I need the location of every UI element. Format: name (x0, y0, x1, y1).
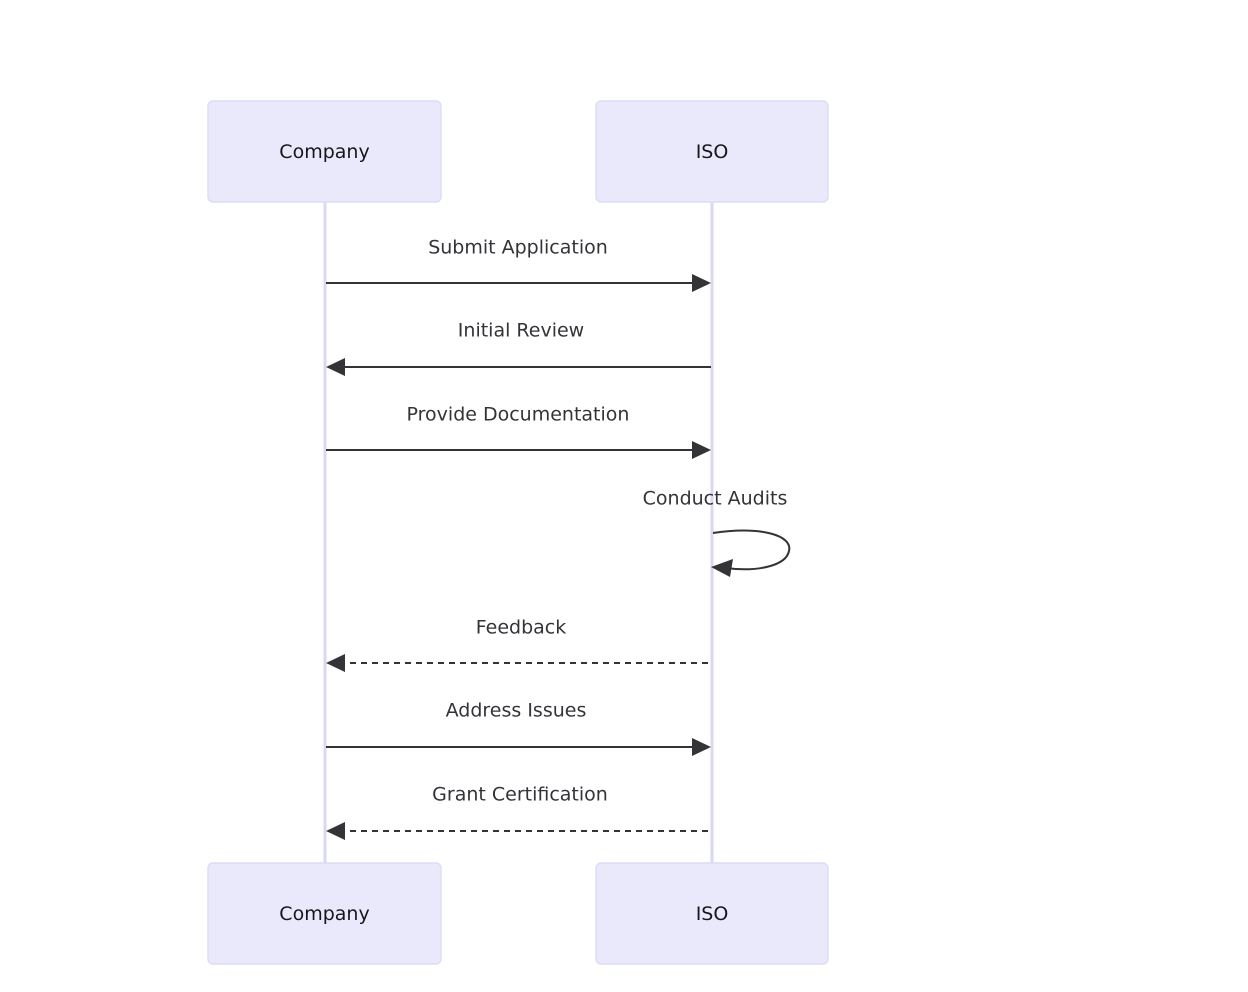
message-arrowhead-initial-review (326, 358, 345, 376)
message-arrowhead-submit-application (692, 274, 711, 292)
message-conduct-audits[interactable]: Conduct Audits (643, 488, 791, 578)
message-label-provide-documentation: Provide Documentation (407, 404, 630, 426)
participant-top-company[interactable]: Company (207, 100, 442, 203)
message-initial-review[interactable]: Initial Review (326, 320, 711, 377)
participant-label-iso-bottom: ISO (696, 903, 729, 925)
message-label-address-issues: Address Issues (446, 700, 587, 722)
message-feedback[interactable]: Feedback (326, 617, 711, 673)
message-label-feedback: Feedback (476, 617, 566, 639)
lifelines-group (323, 202, 714, 863)
message-label-grant-certification: Grant Certification (432, 784, 608, 806)
participant-box-company-top[interactable] (207, 100, 442, 203)
message-arrowhead-conduct-audits (711, 559, 733, 577)
message-submit-application[interactable]: Submit Application (326, 237, 711, 293)
message-arrowhead-provide-documentation (692, 441, 711, 459)
message-address-issues[interactable]: Address Issues (326, 700, 711, 757)
participant-box-iso-top[interactable] (595, 100, 829, 203)
message-provide-documentation[interactable]: Provide Documentation (326, 404, 711, 460)
participant-top-iso[interactable]: ISO (595, 100, 829, 203)
message-label-submit-application: Submit Application (428, 237, 608, 259)
participant-box-company-bottom[interactable] (207, 862, 442, 965)
message-arrowhead-grant-certification (326, 822, 345, 840)
message-label-conduct-audits: Conduct Audits (643, 488, 788, 510)
participant-label-company-bottom: Company (279, 903, 369, 925)
participant-label-company-top: Company (279, 141, 369, 163)
participant-box-iso-bottom[interactable] (595, 862, 829, 965)
participant-bottom-company[interactable]: Company (207, 862, 442, 965)
participant-label-iso-top: ISO (696, 141, 729, 163)
message-label-initial-review: Initial Review (458, 320, 584, 342)
message-selfloop-conduct-audits (712, 529, 791, 571)
message-arrowhead-feedback (326, 654, 345, 672)
message-arrowhead-address-issues (692, 738, 711, 756)
participant-bottom-iso[interactable]: ISO (595, 862, 829, 965)
message-grant-certification[interactable]: Grant Certification (326, 784, 711, 841)
